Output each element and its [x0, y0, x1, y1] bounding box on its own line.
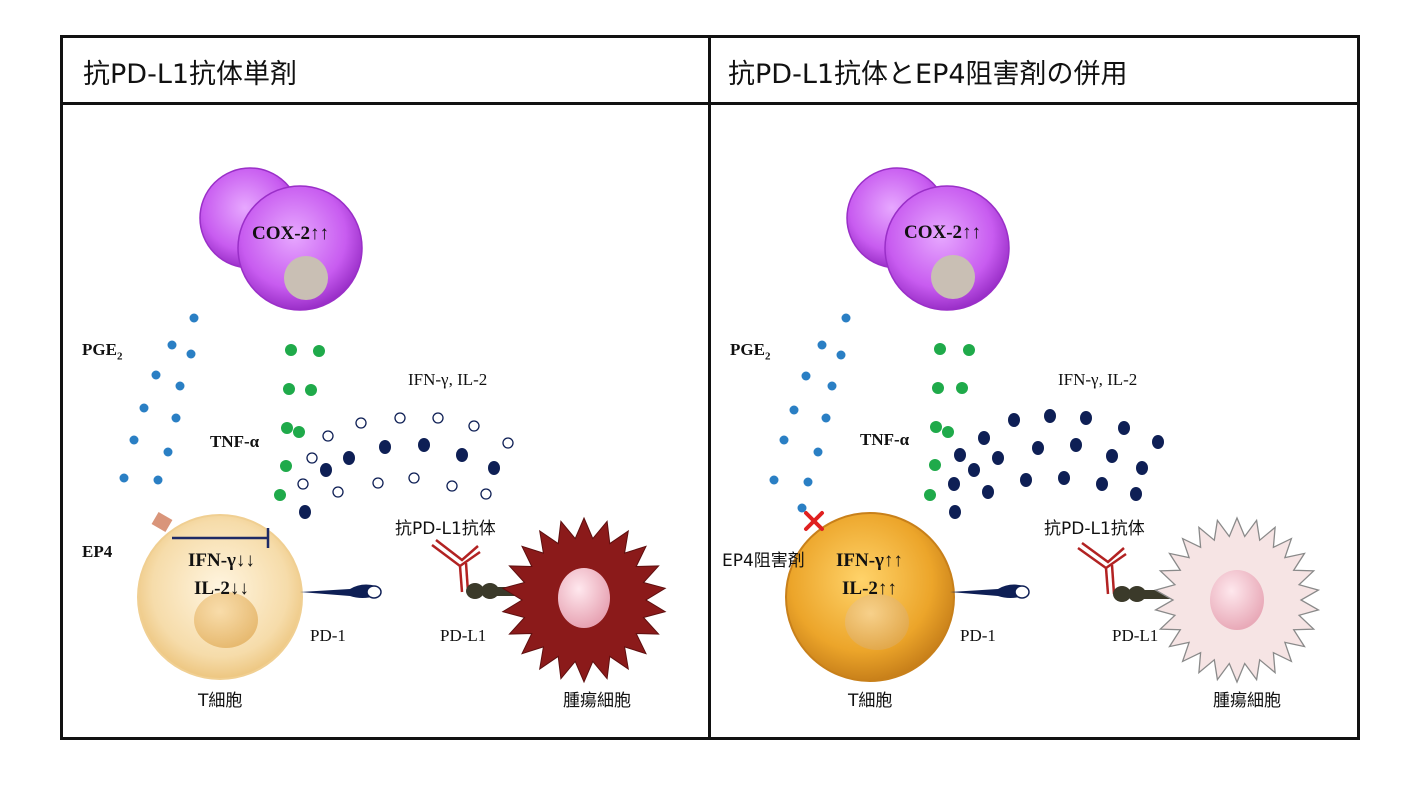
cell-ifn-label-left: IFN-γ↓↓	[188, 550, 255, 571]
ep4-blocked-icon	[804, 511, 824, 531]
cell-il2-label-left: IL-2↓↓	[194, 578, 249, 599]
cox2-label-left: COX-2↑↑	[252, 223, 330, 244]
ifn-il2-dots-right	[948, 409, 1164, 519]
pdl1-ligand-right	[1113, 586, 1180, 602]
pd1-receptor-left	[300, 584, 382, 599]
pge2-label-left: PGE2	[82, 340, 123, 363]
t-cell-label-left: T細胞	[198, 691, 243, 711]
tnf-dots-left	[274, 344, 325, 501]
tnf-label-left: TNF-α	[210, 432, 260, 451]
pge2-dots-right	[769, 313, 851, 513]
cox2-label-right: COX-2↑↑	[904, 222, 982, 243]
t-cell-right	[785, 512, 955, 682]
antibody-right	[1077, 541, 1127, 595]
pd1-receptor-right	[950, 584, 1030, 599]
pdl1-label-right: PD-L1	[1112, 626, 1159, 645]
pd1-label-right: PD-1	[960, 626, 996, 645]
pdl1-label-left: PD-L1	[440, 626, 487, 645]
ifn-il2-label-left: IFN-γ, IL-2	[408, 370, 488, 389]
tumor-cell-label-left: 腫瘍細胞	[563, 691, 631, 711]
t-cell-left	[137, 514, 303, 680]
cell-ifn-label-right: IFN-γ↑↑	[836, 550, 903, 571]
inhibition-arrow-left	[172, 528, 270, 548]
tumor-cell-label-right: 腫瘍細胞	[1213, 691, 1281, 711]
ep4-label: EP4	[82, 542, 113, 561]
t-cell-label-right: T細胞	[848, 691, 893, 711]
panel-title-monotherapy: 抗PD-L1抗体単剤	[83, 59, 298, 90]
pd1-label-left: PD-1	[310, 626, 346, 645]
pge2-dots-left	[119, 313, 199, 485]
tnf-dots-right	[924, 343, 975, 501]
title-divider	[60, 102, 1360, 105]
myeloid-cell-right	[846, 167, 1010, 311]
pge2-label-right: PGE2	[730, 340, 771, 363]
ifn-il2-dots-left	[297, 412, 514, 519]
panel-divider	[708, 35, 711, 740]
ifn-il2-label-right: IFN-γ, IL-2	[1058, 370, 1138, 389]
myeloid-cell-left	[199, 167, 363, 311]
tumor-cell-left	[501, 516, 667, 684]
ep4-inhibitor-label: EP4阻害剤	[722, 551, 805, 571]
ep4-receptor-left	[151, 511, 173, 533]
antibody-label-left: 抗PD-L1抗体	[395, 519, 496, 539]
antibody-label-right: 抗PD-L1抗体	[1044, 519, 1145, 539]
tnf-label-right: TNF-α	[860, 430, 910, 449]
tumor-cell-right	[1153, 516, 1321, 684]
panel-title-combination: 抗PD-L1抗体とEP4阻害剤の併用	[728, 59, 1128, 90]
cell-il2-label-right: IL-2↑↑	[842, 578, 897, 599]
